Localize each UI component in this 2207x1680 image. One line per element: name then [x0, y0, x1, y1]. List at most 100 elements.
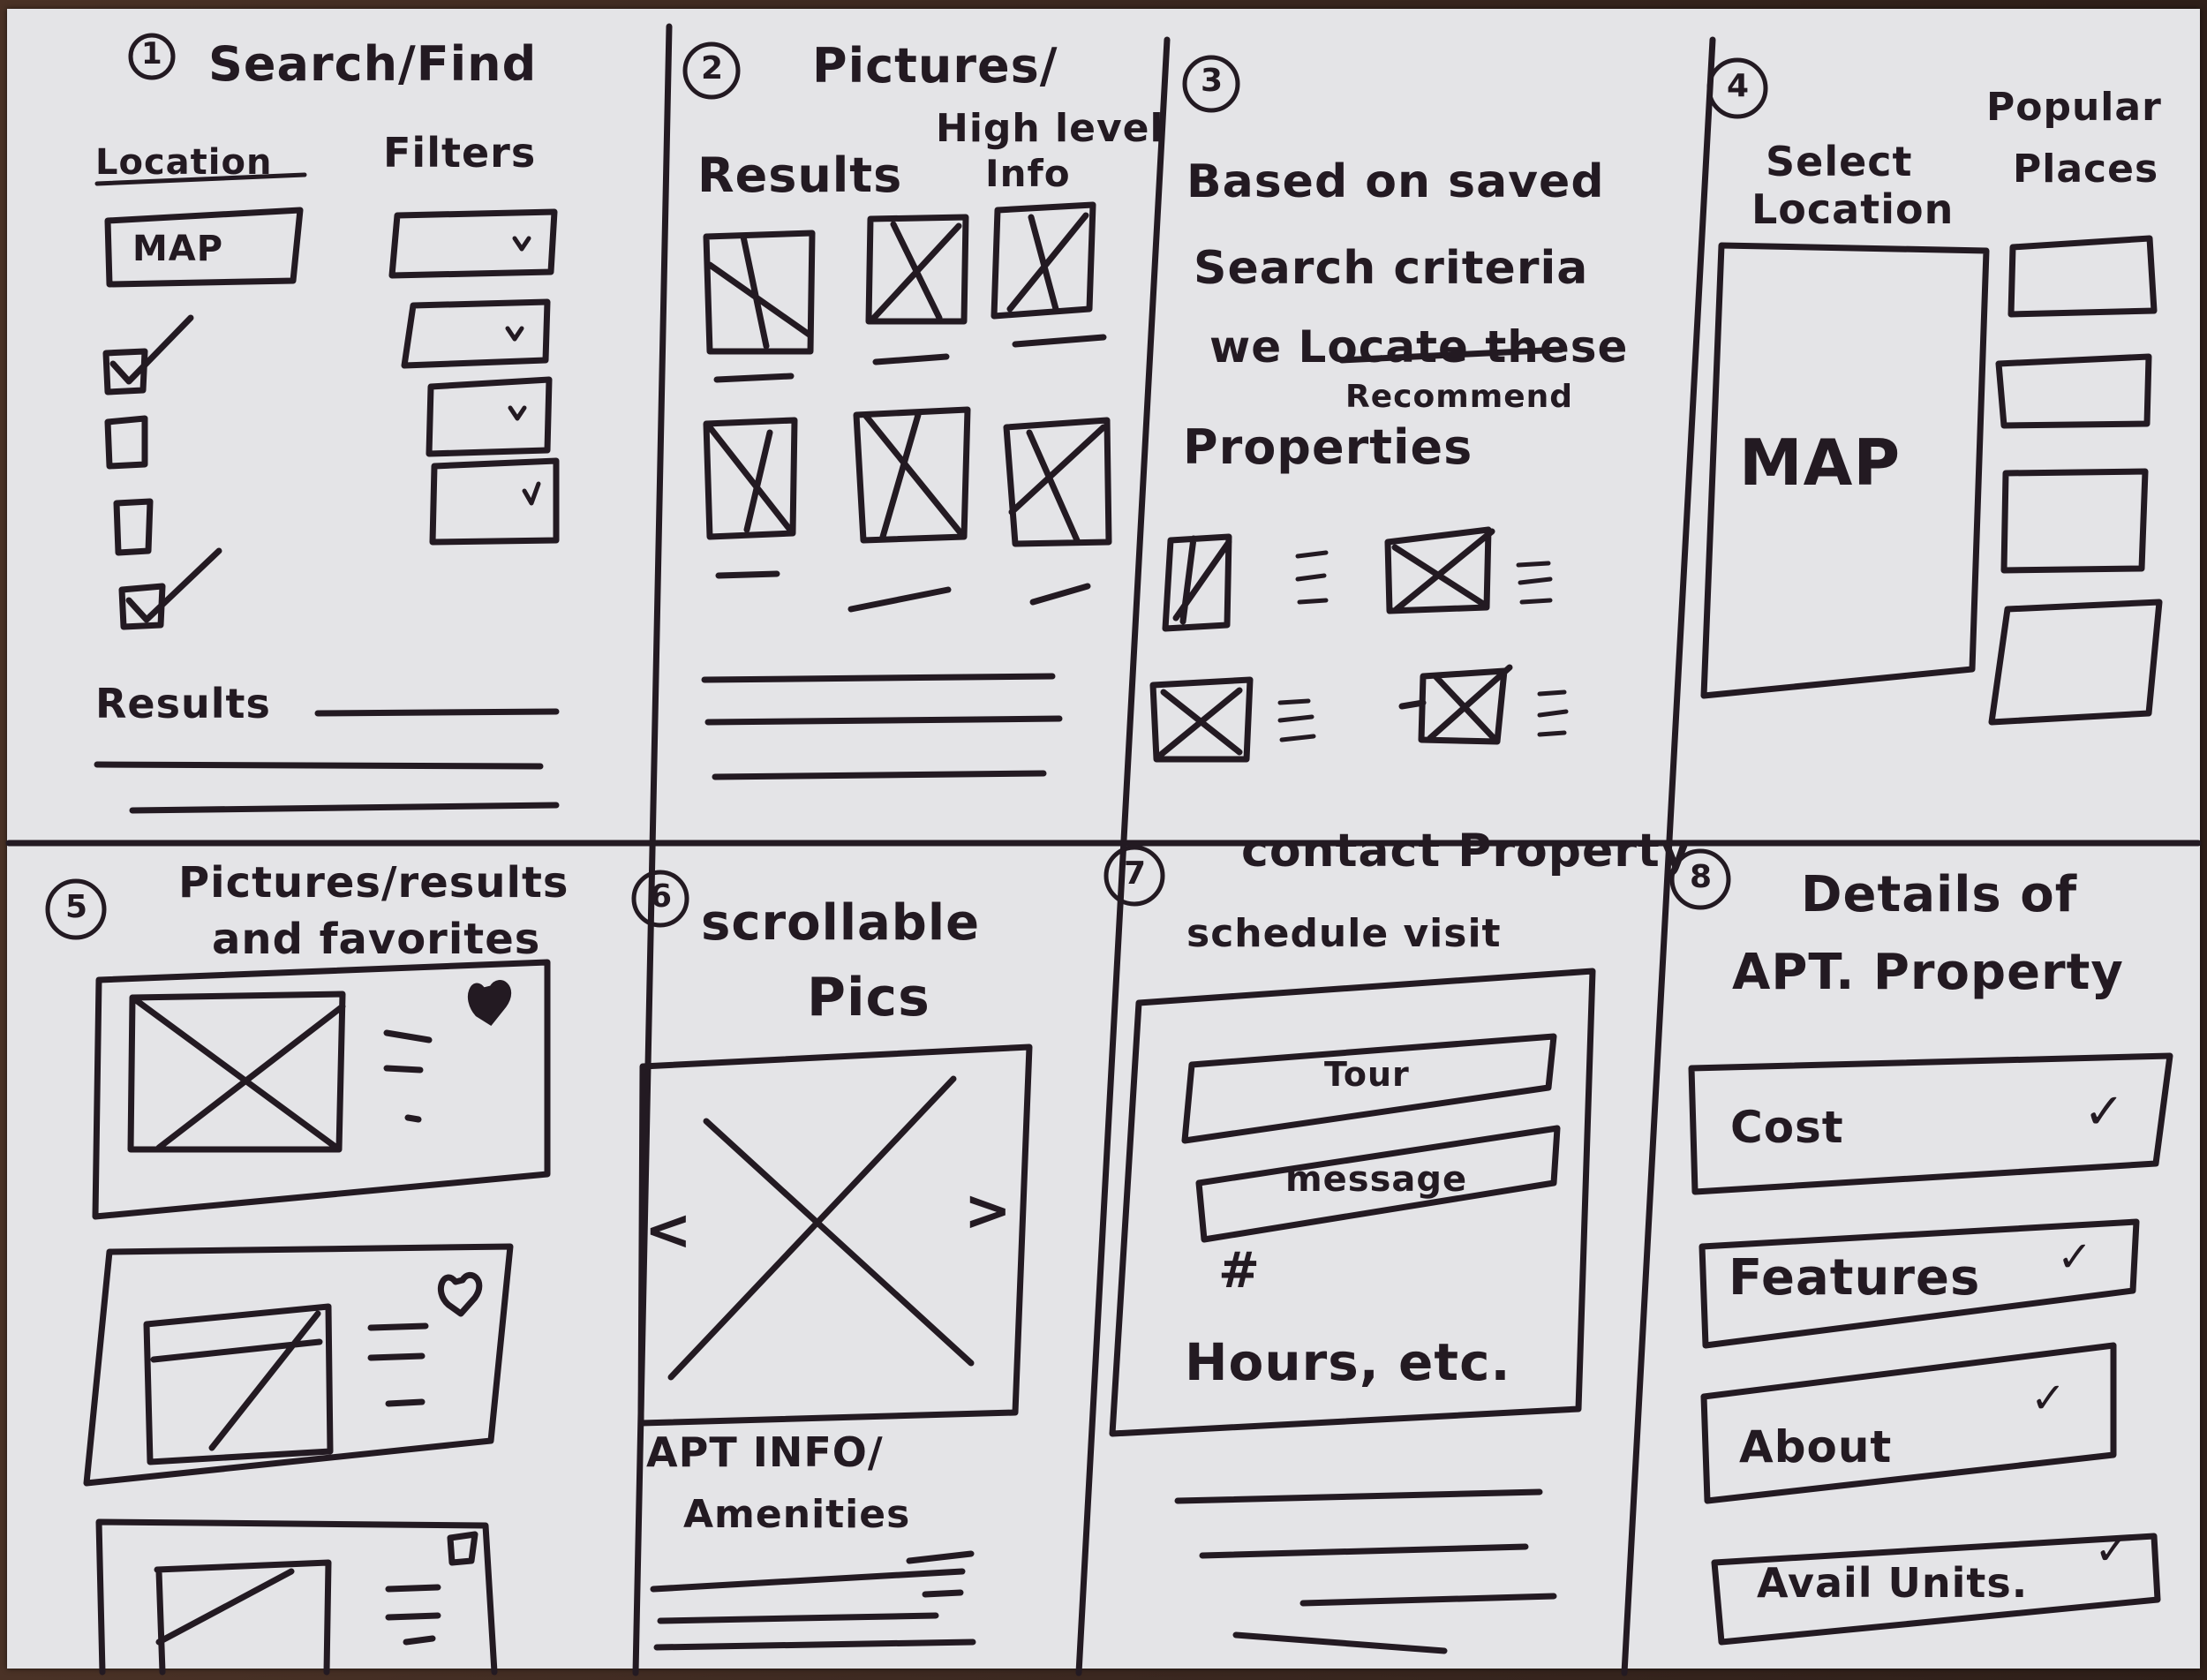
accordion-features-label[interactable]: Features — [1729, 1249, 1981, 1307]
chevron-down-icon[interactable]: ✓ — [2057, 1232, 2094, 1282]
high-level-label: High level — [936, 106, 1164, 151]
popular-place-card — [2000, 468, 2149, 574]
panel-8-title-line-2: APT. Property — [1732, 944, 2124, 1001]
result-line — [701, 673, 1056, 683]
checkbox-1 — [102, 348, 148, 396]
info-lines — [1295, 550, 1329, 605]
tour-button-outline — [1181, 1033, 1557, 1144]
description-line-3: we Locate these — [1209, 321, 1629, 373]
info-line — [1199, 1543, 1529, 1559]
panel-5-title-line-1: Pictures/results — [178, 858, 569, 908]
caption-line — [713, 373, 795, 383]
filter-dropdown-3 — [426, 376, 553, 457]
accordion-cost-label[interactable]: Cost — [1730, 1102, 1844, 1153]
info-line — [657, 1612, 939, 1624]
location-label: Location — [1751, 185, 1955, 233]
chevron-down-icon[interactable]: ✓ — [2030, 1374, 2068, 1423]
select-label: Select — [1766, 138, 1913, 185]
heart-outline-icon — [437, 1272, 483, 1317]
result-line — [704, 715, 1063, 726]
panel-8-number-circle — [1669, 848, 1731, 910]
popular-place-card — [2007, 235, 2158, 318]
info-lines — [1277, 698, 1316, 742]
checkmark-icon — [125, 547, 222, 623]
info-lines — [383, 1029, 433, 1123]
results-label: Results — [95, 680, 271, 727]
image-placeholder — [143, 1303, 334, 1465]
panel-7-title-line-1: contact Property — [1241, 825, 1691, 878]
contact-form-frame — [1109, 968, 1596, 1437]
image-placeholder — [865, 214, 969, 325]
grid-divider-3 — [1621, 36, 1716, 1676]
panel-6-title-line-1: scrollable — [701, 894, 981, 952]
result-line — [314, 708, 560, 717]
message-button-outline — [1195, 1125, 1561, 1243]
property-thumbnail — [1384, 526, 1495, 614]
info-line — [1299, 1593, 1557, 1607]
results-label: Results — [697, 147, 903, 203]
panel-7-title-line-2: schedule visit — [1186, 911, 1502, 956]
filter-dropdown-1 — [388, 208, 558, 279]
panel-6-title-line-2: Pics — [807, 967, 930, 1028]
description-line-1: Based on saved — [1186, 155, 1605, 208]
caption-line — [715, 570, 780, 579]
info-lines — [1537, 689, 1569, 737]
panel-1-number-circle — [128, 33, 176, 80]
map-button-label[interactable]: MAP — [132, 229, 224, 269]
panel-6-number: 6 — [650, 878, 674, 915]
panel-6-number-circle — [631, 870, 689, 928]
checkbox-2 — [104, 415, 148, 470]
accordion-cost-outline — [1688, 1052, 2173, 1195]
property-thumbnail — [1162, 533, 1232, 632]
panel-8-number: 8 — [1690, 859, 1714, 895]
dropdown-chevron-icon — [512, 236, 531, 252]
info-lines — [1516, 561, 1553, 605]
carousel-image-placeholder — [667, 1075, 975, 1381]
result-card-3 — [95, 1518, 498, 1676]
chevron-down-icon[interactable]: ✓ — [2083, 1083, 2126, 1141]
result-line — [94, 761, 544, 770]
panel-2-number: 2 — [701, 50, 725, 87]
accordion-avail-units-outline — [1711, 1533, 2161, 1646]
image-placeholder — [154, 1559, 332, 1676]
caption-line — [872, 353, 950, 365]
chevron-down-icon[interactable]: ✓ — [2094, 1524, 2132, 1575]
panel-7-number: 7 — [1124, 855, 1148, 892]
carousel-prev-arrow-icon[interactable]: < — [644, 1198, 693, 1263]
map-label: MAP — [1739, 426, 1902, 500]
property-thumbnail — [1398, 664, 1513, 745]
filters-label: Filters — [383, 129, 537, 177]
result-line — [712, 770, 1047, 780]
heart-outline-icon — [447, 1531, 478, 1566]
panel-5-title-line-2: and favorites — [212, 915, 541, 964]
info-lines — [367, 1322, 429, 1407]
accordion-avail-units-label[interactable]: Avail Units. — [1757, 1559, 2029, 1607]
message-button[interactable]: message — [1285, 1159, 1468, 1200]
filter-dropdown-4 — [429, 457, 560, 546]
image-placeholder — [991, 201, 1096, 320]
info-line — [1174, 1488, 1543, 1504]
description-line-4: Recommend — [1345, 379, 1574, 415]
property-thumbnail — [1149, 676, 1254, 763]
caption-line — [1012, 334, 1107, 348]
accordion-features-outline — [1699, 1218, 2140, 1349]
info-line — [906, 1550, 975, 1598]
panel-1-number: 1 — [141, 36, 163, 72]
grid-divider-2 — [1075, 36, 1171, 1676]
info-line — [650, 1568, 966, 1593]
heart-filled-icon — [467, 980, 512, 1026]
strikethrough — [1338, 346, 1564, 364]
result-card-2 — [83, 1243, 514, 1487]
carousel-next-arrow-icon[interactable]: > — [964, 1179, 1013, 1244]
popular-label: Popular — [1986, 85, 2162, 130]
image-placeholder — [853, 406, 971, 544]
description-line-2: Search criteria — [1194, 242, 1589, 295]
accordion-about-label[interactable]: About — [1739, 1421, 1893, 1473]
paper-sheet — [7, 9, 2200, 1669]
dropdown-chevron-icon — [522, 481, 541, 506]
image-placeholder — [703, 230, 816, 355]
phone-hash-label: # — [1218, 1242, 1261, 1300]
tour-button[interactable]: Tour — [1324, 1055, 1410, 1094]
panel-5-number-circle — [45, 878, 107, 940]
